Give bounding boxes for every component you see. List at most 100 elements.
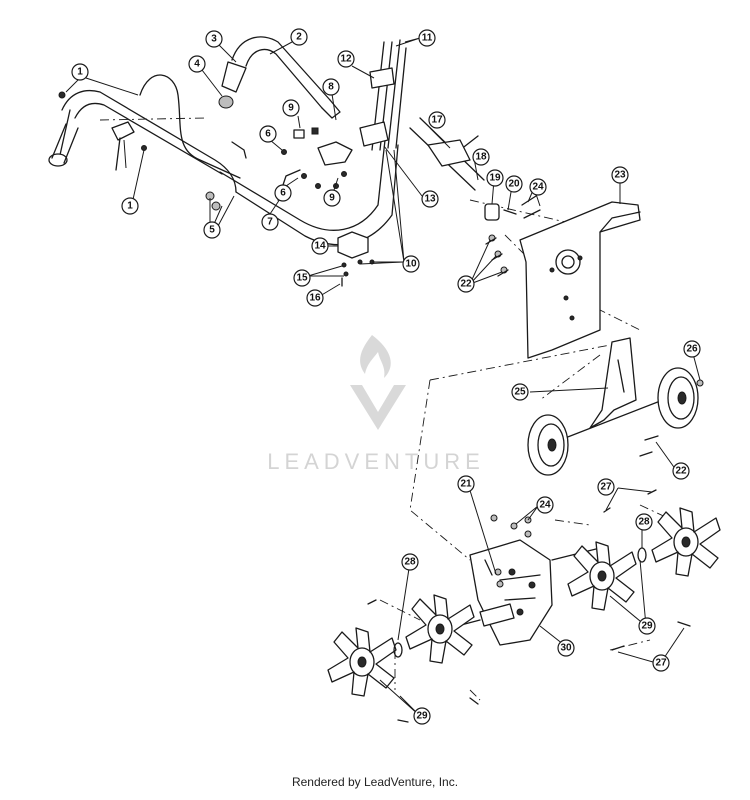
wheel-right [657, 367, 699, 429]
callout-29-left: 29 [413, 707, 431, 725]
callout-4: 4 [188, 55, 206, 73]
callout-30: 30 [557, 639, 575, 657]
svg-text:17: 17 [431, 115, 443, 126]
svg-text:6: 6 [280, 188, 286, 199]
callout-7: 7 [261, 213, 279, 231]
svg-text:22: 22 [675, 466, 687, 477]
tine-far-left [327, 627, 397, 697]
svg-text:16: 16 [309, 293, 321, 304]
svg-text:2: 2 [296, 32, 302, 43]
svg-text:29: 29 [416, 711, 428, 722]
wheel-bracket [589, 337, 637, 429]
callout-5: 5 [203, 221, 221, 239]
svg-text:9: 9 [329, 193, 335, 204]
svg-text:7: 7 [267, 217, 273, 228]
svg-text:13: 13 [424, 194, 436, 205]
transmission [441, 514, 601, 646]
handle-tube-left [59, 89, 237, 193]
watermark: LEADVENTURE [267, 335, 485, 474]
svg-text:19: 19 [489, 173, 501, 184]
svg-text:22: 22 [460, 279, 472, 290]
tine-assemblies [327, 489, 721, 723]
washer-left [393, 642, 403, 658]
callout-19: 19 [486, 169, 504, 187]
callout-25: 25 [511, 383, 529, 401]
svg-text:6: 6 [265, 129, 271, 140]
lower-clamp [337, 231, 369, 259]
tine-left [405, 594, 475, 664]
callout-9-top: 9 [282, 99, 300, 117]
callout-24-top: 24 [529, 178, 547, 196]
handle-tube-lower [219, 139, 399, 246]
callout-18: 18 [472, 148, 490, 166]
rod-coupler-lower [359, 121, 389, 147]
callout-29-right: 29 [638, 617, 656, 635]
svg-text:18: 18 [475, 152, 487, 163]
svg-text:27: 27 [655, 658, 667, 669]
clip-piece [293, 129, 305, 139]
callout-24-bottom: 24 [536, 496, 554, 514]
upper-grip [221, 61, 247, 93]
svg-text:24: 24 [539, 500, 551, 511]
small-hardware [58, 91, 347, 211]
callout-3: 3 [205, 30, 223, 48]
callout-23: 23 [611, 166, 629, 184]
callout-15: 15 [293, 269, 311, 287]
svg-text:23: 23 [614, 170, 626, 181]
handlebar-assembly [48, 36, 541, 287]
tine-far-right [651, 507, 721, 577]
callouts: 1 1 2 3 4 5 6 6 7 8 9 9 10 11 12 13 14 1… [71, 28, 701, 725]
svg-text:30: 30 [560, 643, 572, 654]
callout-8: 8 [322, 78, 340, 96]
svg-text:29: 29 [641, 621, 653, 632]
svg-text:1: 1 [127, 201, 133, 212]
callout-21: 21 [457, 475, 475, 493]
spacer [484, 203, 500, 221]
svg-text:27: 27 [600, 482, 612, 493]
callout-6-bottom: 6 [274, 184, 292, 202]
handle-grip-end [48, 153, 68, 167]
footer-credit: Rendered by LeadVenture, Inc. [291, 775, 459, 789]
throttle-cable [139, 74, 241, 179]
svg-text:25: 25 [514, 387, 526, 398]
leader-lines [65, 37, 701, 717]
callout-27-bottom: 27 [652, 654, 670, 672]
callout-17: 17 [428, 111, 446, 129]
callout-13: 13 [421, 190, 439, 208]
output-shaft [479, 603, 515, 627]
column-sleeve [427, 139, 471, 167]
svg-text:14: 14 [314, 241, 326, 252]
callout-20: 20 [505, 175, 523, 193]
callout-26: 26 [683, 340, 701, 358]
svg-text:28: 28 [638, 517, 650, 528]
callout-9-bottom: 9 [323, 189, 341, 207]
callout-16: 16 [306, 289, 324, 307]
callout-28-left: 28 [401, 553, 419, 571]
watermark-text: LEADVENTURE [267, 449, 485, 474]
wheel-assembly [527, 337, 704, 476]
transmission-housing [469, 539, 553, 646]
callout-14: 14 [311, 237, 329, 255]
upper-handle-bar [231, 36, 331, 109]
callout-27-top: 27 [597, 478, 615, 496]
svg-text:10: 10 [405, 259, 417, 270]
callout-6-top: 6 [259, 125, 277, 143]
rod-coupler-upper [369, 67, 395, 89]
svg-text:28: 28 [404, 557, 416, 568]
callout-22-top: 22 [457, 275, 475, 293]
svg-text:11: 11 [422, 33, 433, 44]
svg-text:21: 21 [460, 479, 472, 490]
callout-11: 11 [418, 29, 436, 47]
mounting-plate [485, 201, 641, 359]
callout-10: 10 [402, 255, 420, 273]
callout-1-bottom: 1 [121, 197, 139, 215]
svg-text:24: 24 [532, 182, 544, 193]
control-lever [111, 121, 135, 171]
callout-12: 12 [337, 50, 355, 68]
shift-rods [371, 39, 407, 151]
watermark-logo-icon [350, 335, 406, 430]
tine-right [567, 541, 637, 611]
callout-28-right: 28 [635, 513, 653, 531]
callout-2: 2 [290, 28, 308, 46]
